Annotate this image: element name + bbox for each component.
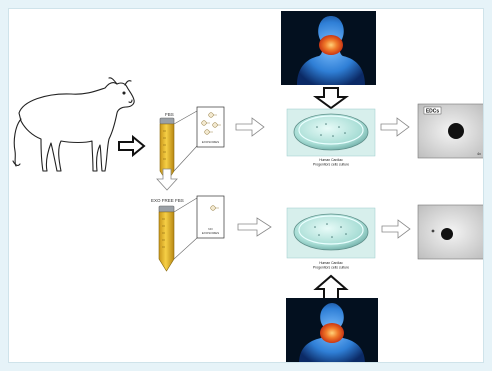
culture-label-top-2: Progenitors cells culture — [313, 163, 349, 167]
no-exosomes-label: EXOSOMES — [202, 231, 219, 235]
arrow-bottom-to-dish — [238, 218, 271, 236]
arrow-down-tube — [157, 169, 177, 190]
micrograph-bottom — [418, 205, 484, 259]
exosome-diagram: FBS EXOSOMES — [9, 9, 484, 363]
exosomes-label: EXOSOMES — [202, 140, 219, 144]
exosomes-box: EXOSOMES — [197, 107, 224, 147]
micrograph-top: EDCs 4x — [418, 104, 484, 158]
culture-label-bottom-2: Progenitors cells culture — [313, 266, 349, 270]
fbs-label: FBS — [165, 112, 174, 117]
connector-lines-top — [174, 111, 197, 171]
culture-label-bottom-1: Human Cardiac — [319, 261, 343, 265]
arrow-cow-to-tube — [119, 137, 144, 155]
arrow-dish-to-micro-bottom — [382, 220, 410, 238]
no-exosomes-box: NO EXOSOMES — [197, 196, 224, 238]
culture-label-top-1: Human Cardiac — [319, 158, 343, 162]
human-torso-bottom — [286, 298, 378, 363]
exo-free-fbs-label: EXO FREE FBS — [151, 198, 184, 203]
culture-dish-bottom — [287, 208, 375, 258]
arrow-body-to-dish-top — [316, 88, 346, 108]
arrow-dish-to-micro-top — [381, 118, 409, 136]
figure-panel: FBS EXOSOMES — [8, 8, 484, 363]
arrow-top-to-dish — [236, 118, 264, 136]
edcs-label: EDCs — [426, 109, 440, 115]
magnification-label: 4x — [477, 152, 481, 156]
arrow-body-to-dish-bottom — [316, 276, 346, 299]
human-torso-top — [281, 11, 376, 85]
cow-illustration — [13, 78, 134, 171]
connector-lines-bottom — [174, 198, 197, 259]
culture-dish-top — [287, 109, 375, 156]
